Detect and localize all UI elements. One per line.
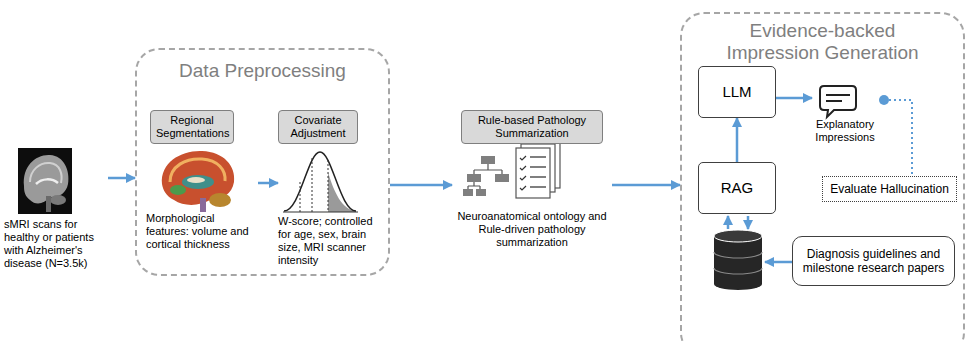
retrieval-arrow xyxy=(747,216,750,229)
mri-cerebellum xyxy=(50,195,66,205)
link-dot xyxy=(879,95,889,105)
speech-bubble-icon xyxy=(820,86,856,117)
description-text: sMRI scans for healthy or patients with … xyxy=(4,218,108,270)
group-title: Evidence-backed Impression Generation xyxy=(715,20,930,64)
mri-brainstem xyxy=(46,196,51,212)
curve-mark xyxy=(328,160,329,212)
process-column: Regional SegmentationsMorphological feat… xyxy=(146,110,258,260)
segmentation-ventricle xyxy=(187,177,205,183)
segmentation-cerebellum xyxy=(209,193,231,207)
ingest-arrow xyxy=(765,261,792,264)
description-text: Neuroanatomical ontology and Rule-driven… xyxy=(452,210,612,249)
description-text: Morphological features: volume and corti… xyxy=(146,212,258,251)
box-label: Evaluate Hallucination xyxy=(830,182,949,196)
database-icon xyxy=(714,230,762,242)
bell-curve xyxy=(284,152,356,211)
tree-icon xyxy=(481,156,495,164)
segmentation-cortex xyxy=(170,159,225,182)
segmentation-region xyxy=(182,175,214,189)
box-label: LLM xyxy=(722,83,751,101)
segmentation-brainstem xyxy=(200,198,206,212)
flow-arrow xyxy=(776,97,812,100)
curve-axis xyxy=(283,211,358,212)
checklist-icon xyxy=(516,148,550,198)
mri-corpus xyxy=(36,179,58,184)
input-scan: sMRI scans for healthy or patients with … xyxy=(4,140,108,290)
tree-icon xyxy=(476,189,486,196)
box-label: RAG xyxy=(721,179,754,197)
evaluation-link xyxy=(884,100,912,176)
box-label: Diagnosis guidelines and milestone resea… xyxy=(797,247,950,275)
flow-arrow xyxy=(736,118,739,162)
mri-image xyxy=(18,148,72,214)
tree-icon xyxy=(495,174,509,182)
speech-bubble-icon xyxy=(826,95,850,101)
tree-icon xyxy=(467,174,481,182)
model-box: LLM xyxy=(698,66,776,118)
group-title: Data Preprocessing xyxy=(143,60,383,82)
evaluation-box: Evaluate Hallucination xyxy=(822,176,957,202)
process-column: Covariate AdjustmentW-score; controlled … xyxy=(278,110,378,272)
curve-tail xyxy=(328,172,356,212)
step-label: Rule-based Pathology Summarization xyxy=(461,110,603,144)
description-text: Explanatory Impressions xyxy=(812,118,878,144)
flow-arrow xyxy=(390,184,452,187)
checklist-icon xyxy=(530,157,546,187)
retrieval-arrow xyxy=(727,216,730,229)
database-icon xyxy=(714,252,762,274)
curve-mark xyxy=(312,158,313,212)
flow-arrow xyxy=(108,177,135,180)
stage-group: Evidence-backed Impression GenerationLLM… xyxy=(680,12,965,341)
process-column: Rule-based Pathology SummarizationNeuroa… xyxy=(452,110,612,255)
source-box: Diagnosis guidelines and milestone resea… xyxy=(792,236,955,286)
output-icon: Explanatory Impressions xyxy=(812,82,878,148)
flow-arrow xyxy=(612,184,680,187)
database-icon xyxy=(714,236,762,290)
step-label: Covariate Adjustment xyxy=(278,110,358,144)
model-box: RAG xyxy=(698,162,776,214)
checklist-icon xyxy=(520,156,526,190)
mri-cortex xyxy=(30,163,62,183)
description-text: W-score; controlled for age, sex, brain … xyxy=(278,215,378,267)
curve-mark xyxy=(300,182,301,212)
step-label: Regional Segmentations xyxy=(150,110,234,144)
segmentation-patch xyxy=(170,185,186,195)
flow-arrow xyxy=(258,182,278,185)
stage-group: Data PreprocessingRegional Segmentations… xyxy=(135,48,390,276)
tree-icon xyxy=(463,189,473,196)
